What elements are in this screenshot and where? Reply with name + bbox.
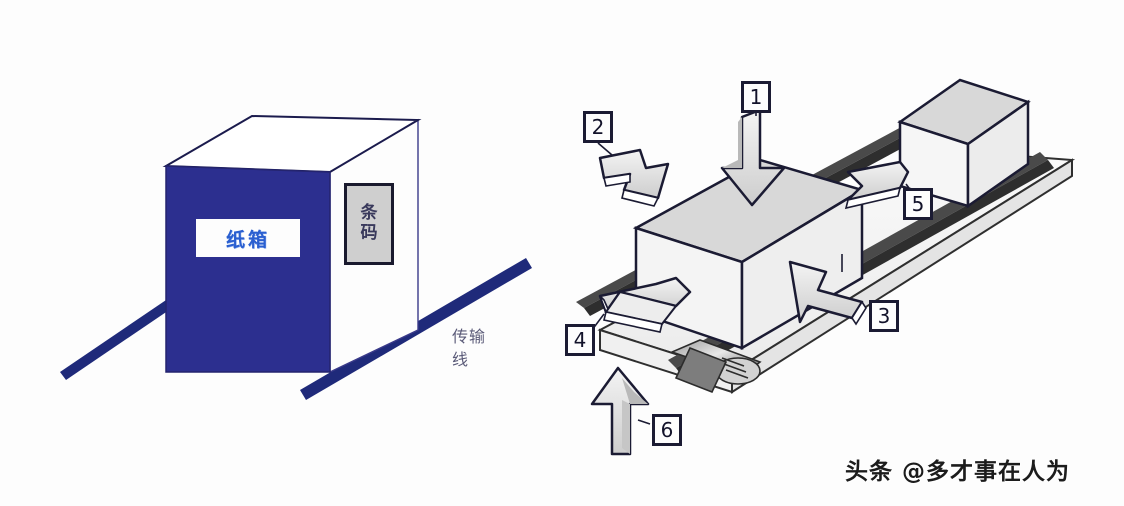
callout-box-4[interactable]: 4 [565,324,595,356]
carton-front-face [165,165,331,373]
barcode-label: 条 码 [344,183,394,265]
force-arrow-5 [844,160,910,210]
callout-box-1[interactable]: 1 [741,81,771,113]
barcode-label-line2: 码 [360,223,378,243]
callout-box-6[interactable]: 6 [652,414,682,446]
watermark-text: 头条 @多才事在人为 [845,459,1071,485]
barcode-label-line1: 条 [360,203,378,224]
force-arrow-6 [590,366,650,456]
callout-box-3[interactable]: 3 [869,300,899,332]
callout-box-2[interactable]: 2 [583,111,613,143]
conveyor-line-left [60,296,178,380]
callout-box-5[interactable]: 5 [903,188,933,220]
force-arrow-4 [598,276,692,333]
carton-name-label: 纸箱 [196,219,300,257]
secondary-carton [897,78,1031,209]
force-arrow-3 [788,260,867,326]
conveyor-roller [669,339,762,394]
force-arrow-2 [598,148,670,207]
force-arrow-1 [720,108,786,207]
conveyor-caption-line2: 线 [452,350,470,370]
conveyor-line-caption: 传输 线 [452,325,512,371]
carton-name-text: 纸箱 [225,228,270,251]
conveyor-caption-line1: 传输 [452,327,487,346]
